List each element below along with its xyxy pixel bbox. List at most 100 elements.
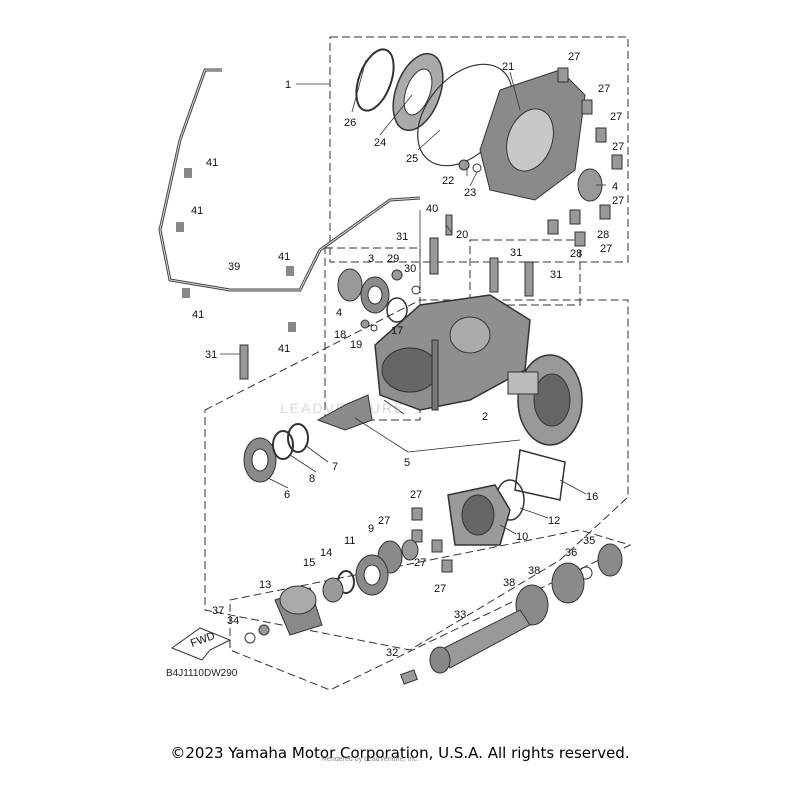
- callout-27-e: 27: [612, 195, 624, 207]
- bolt-31-b: [489, 257, 499, 293]
- callout-21: 21: [502, 61, 514, 73]
- callout-14: 14: [320, 547, 332, 559]
- callout-35: 35: [583, 535, 595, 547]
- bolt-group: [469, 239, 581, 306]
- housing-10-bore: [461, 494, 495, 536]
- housing-2-boss: [449, 316, 491, 354]
- upper-cover-group: [329, 36, 629, 263]
- bolt-18: [360, 319, 370, 329]
- callout-27-j: 27: [434, 583, 446, 595]
- callout-4b: 4: [612, 181, 618, 193]
- o-ring-17: [386, 297, 408, 323]
- callout-32: 32: [386, 647, 398, 659]
- circlip-34: [244, 632, 256, 644]
- coupling-13-end: [279, 585, 317, 615]
- plug-29: [391, 269, 403, 281]
- seal-group: [324, 247, 421, 421]
- callout-29: 29: [387, 253, 399, 265]
- cable-39-highlight: [159, 69, 421, 291]
- clamps-41: [176, 168, 296, 332]
- collar-15: [322, 577, 344, 603]
- circlip-7: [287, 423, 309, 453]
- callout-27-d: 27: [612, 141, 624, 153]
- callout-27-h: 27: [378, 515, 390, 527]
- callout-2: 2: [482, 411, 488, 423]
- callout-33: 33: [454, 609, 466, 621]
- bearing-38-a: [551, 562, 585, 604]
- callout-3: 3: [368, 253, 374, 265]
- callout-5: 5: [404, 457, 410, 469]
- bearing-24-bore: [403, 68, 433, 116]
- callout-39: 39: [228, 261, 240, 273]
- bolt-31-c: [524, 261, 534, 297]
- bearing-3-bore: [367, 285, 383, 305]
- callout-19: 19: [350, 339, 362, 351]
- callout-27-b: 27: [598, 83, 610, 95]
- callout-27-g: 27: [410, 489, 422, 501]
- callout-41-a: 41: [206, 157, 218, 169]
- washer-19: [370, 324, 378, 332]
- bolts-27: [547, 67, 623, 247]
- callout-26: 26: [344, 117, 356, 129]
- shaft-33-spline: [429, 646, 451, 674]
- callout-27-a: 27: [568, 51, 580, 63]
- bearing-11-bore: [363, 564, 381, 586]
- callout-41-c: 41: [192, 309, 204, 321]
- shaft-group: [229, 529, 632, 691]
- pinion-gear: [316, 394, 373, 431]
- callout-40: 40: [426, 203, 438, 215]
- callout-23: 23: [464, 187, 476, 199]
- callout-6: 6: [284, 489, 290, 501]
- callout-10: 10: [516, 531, 528, 543]
- render-watermark: Rendered by LeadVenture, Inc.: [322, 756, 419, 763]
- pin-32: [400, 669, 418, 685]
- callout-34: 34: [227, 615, 239, 627]
- callout-28-b: 28: [570, 248, 582, 260]
- callout-9: 9: [368, 523, 374, 535]
- callout-18: 18: [334, 329, 346, 341]
- shim-8: [272, 430, 294, 460]
- callout-41-e: 41: [278, 343, 290, 355]
- callout-22: 22: [442, 175, 454, 187]
- callout-31-a: 31: [396, 231, 408, 243]
- callout-27-i: 27: [414, 557, 426, 569]
- callout-7: 7: [332, 461, 338, 473]
- callout-13: 13: [259, 579, 271, 591]
- washer-30: [411, 285, 421, 295]
- callout-36: 36: [565, 547, 577, 559]
- bolt-31-d: [239, 344, 249, 380]
- fwd-arrow-icon: [170, 627, 232, 661]
- gasket-16: [514, 449, 566, 501]
- plug-22: [458, 159, 470, 171]
- washer-23: [472, 163, 482, 173]
- callout-31-d: 31: [205, 349, 217, 361]
- callout-27-c: 27: [610, 111, 622, 123]
- ring-gear-5-shaft: [507, 371, 539, 395]
- copyright-text: ©2023 Yamaha Motor Corporation, U.S.A. A…: [170, 744, 630, 762]
- callout-15: 15: [303, 557, 315, 569]
- callout-25: 25: [406, 153, 418, 165]
- callout-27-f: 27: [600, 243, 612, 255]
- callout-38-b: 38: [503, 577, 515, 589]
- callout-41-d: 41: [278, 251, 290, 263]
- callout-1: 1: [285, 79, 291, 91]
- callout-31-c: 31: [550, 269, 562, 281]
- callout-28-a: 28: [597, 229, 609, 241]
- callout-31-b: 31: [510, 247, 522, 259]
- collar-9: [401, 539, 419, 561]
- callout-8: 8: [309, 473, 315, 485]
- o-ring-26: [355, 48, 395, 112]
- diagram-code: B4J1110DW290: [166, 668, 238, 679]
- housing-rod: [431, 339, 439, 411]
- callout-37: 37: [212, 605, 224, 617]
- callout-4: 4: [336, 307, 342, 319]
- housing-2-bore: [381, 347, 439, 393]
- callout-17: 17: [391, 325, 403, 337]
- callout-11: 11: [344, 535, 355, 547]
- callout-20: 20: [456, 229, 468, 241]
- callout-30: 30: [404, 263, 416, 275]
- bearing-38-b: [515, 584, 549, 626]
- cover-21-bore: [506, 108, 554, 172]
